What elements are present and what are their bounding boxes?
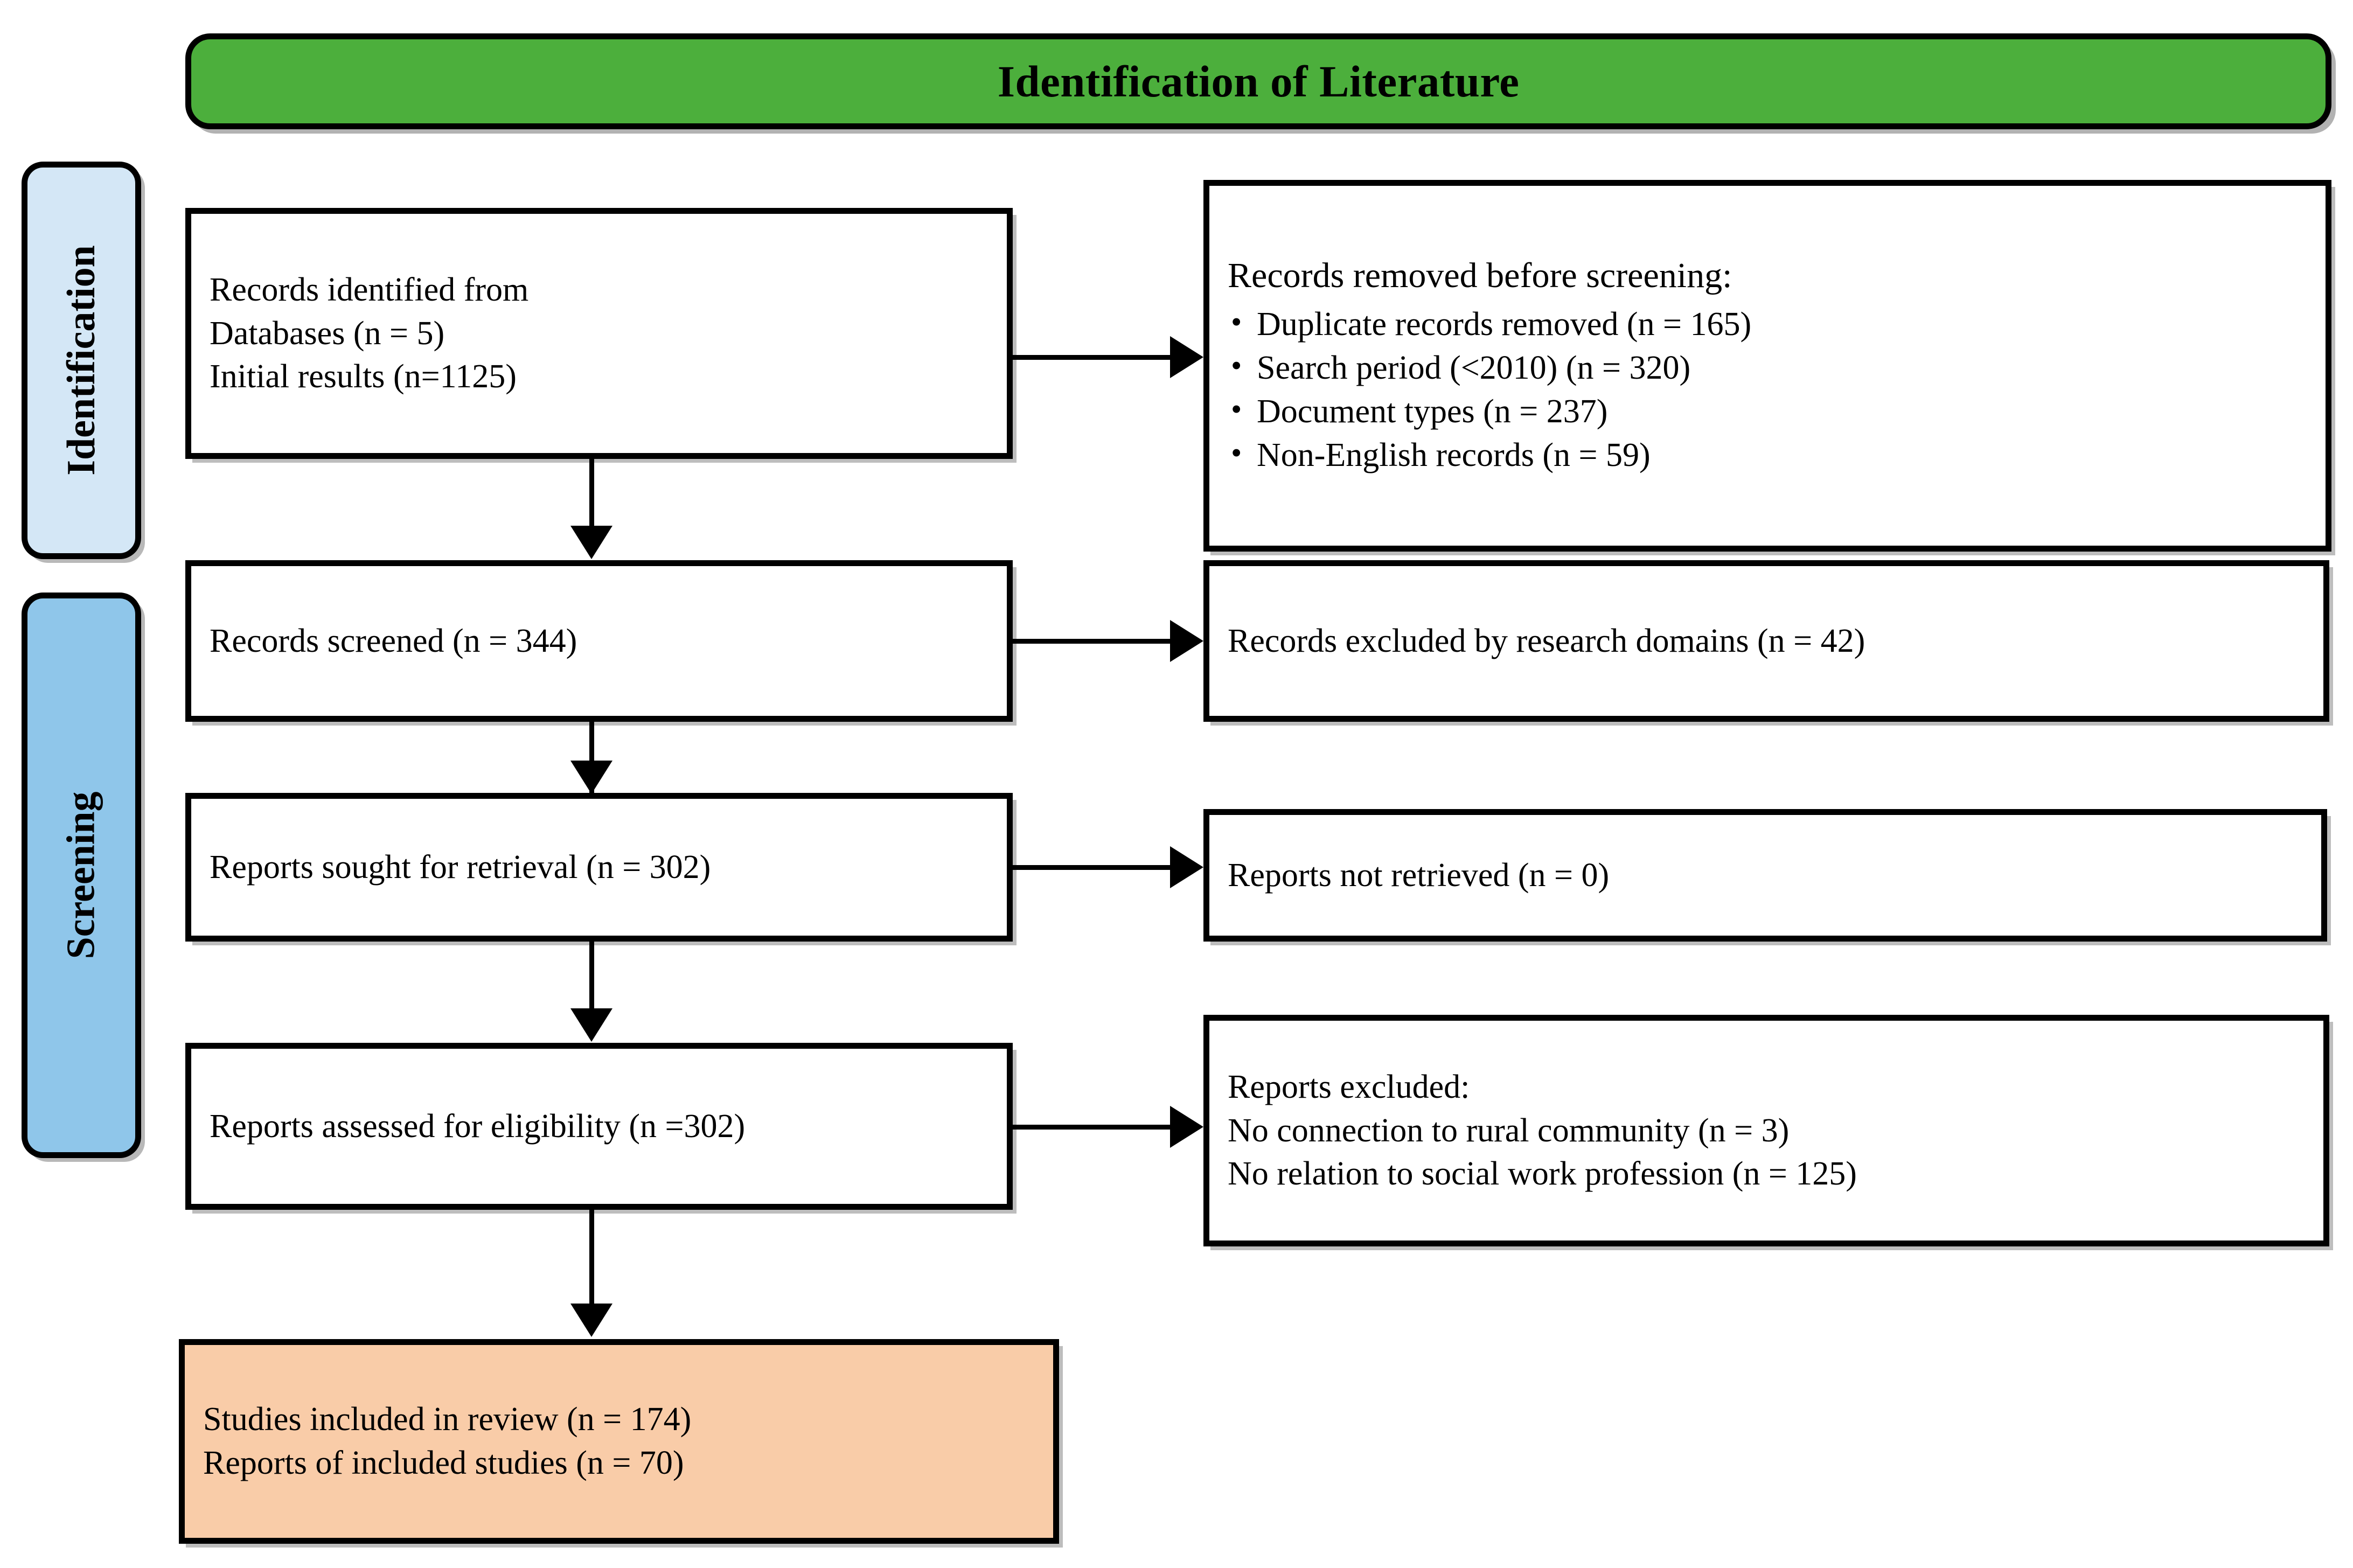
box-line: Reports not retrieved (n = 0) xyxy=(1228,856,1610,894)
list-item: Non-English records (n = 59) xyxy=(1228,433,2307,477)
box-studies-included: Studies included in review (n = 174) Rep… xyxy=(179,1339,1059,1544)
box-line: Reports excluded: xyxy=(1228,1069,1470,1106)
box-line: Studies included in review (n = 174) xyxy=(203,1401,692,1438)
connector-line-identified-to-removed xyxy=(1013,355,1174,360)
page-title: Identification of Literature xyxy=(997,56,1520,106)
box-records-removed-before-screening: Records removed before screening: Duplic… xyxy=(1203,180,2331,552)
box-line: No relation to social work profession (n… xyxy=(1228,1155,1857,1193)
connector-line-screened-to-excluded xyxy=(1013,639,1174,644)
stage-label-identification: Identification xyxy=(22,162,141,559)
box-line: Databases (n = 5) xyxy=(210,315,445,352)
box-records-excluded-by-domains: Records excluded by research domains (n … xyxy=(1203,560,2329,722)
arrow-head-sought-to-notretrieved xyxy=(1170,846,1203,888)
box-reports-not-retrieved: Reports not retrieved (n = 0) xyxy=(1203,809,2327,942)
box-line: Records excluded by research domains (n … xyxy=(1228,622,1865,659)
box-line: Reports sought for retrieval (n = 302) xyxy=(210,848,711,886)
stage-label-screening: Screening xyxy=(22,593,141,1158)
box-records-identified: Records identified from Databases (n = 5… xyxy=(185,208,1013,459)
removed-records-list: Duplicate records removed (n = 165) Sear… xyxy=(1228,302,2307,478)
arrow-head-identified-to-removed xyxy=(1170,336,1203,378)
arrow-head-assessed-to-included xyxy=(570,1304,612,1337)
connector-line-assessed-to-excluded xyxy=(1013,1125,1174,1130)
box-line: Reports assessed for eligibility (n =302… xyxy=(210,1107,746,1145)
stage-label-identification-text: Identification xyxy=(59,245,103,476)
box-reports-assessed-for-eligibility: Reports assessed for eligibility (n =302… xyxy=(185,1043,1013,1210)
box-reports-excluded: Reports excluded: No connection to rural… xyxy=(1203,1015,2329,1246)
connector-line-identified-to-screened xyxy=(589,459,594,529)
arrow-head-assessed-to-excluded xyxy=(1170,1106,1203,1148)
list-item: Duplicate records removed (n = 165) xyxy=(1228,302,2307,346)
diagram-header-banner: Identification of Literature xyxy=(185,33,2331,129)
list-item: Search period (<2010) (n = 320) xyxy=(1228,345,2307,390)
connector-line-sought-to-notretrieved xyxy=(1013,865,1174,870)
box-line: Initial results (n=1125) xyxy=(210,358,517,395)
box-line: No connection to rural community (n = 3) xyxy=(1228,1112,1790,1149)
arrow-head-screened-to-excluded xyxy=(1170,620,1203,662)
box-records-screened: Records screened (n = 344) xyxy=(185,560,1013,722)
box-heading: Records removed before screening: xyxy=(1228,256,1732,296)
box-line: Records screened (n = 344) xyxy=(210,622,577,659)
arrow-head-screened-to-sought xyxy=(570,761,612,794)
arrow-head-sought-to-assessed xyxy=(570,1008,612,1042)
box-line: Records identified from xyxy=(210,271,529,309)
connector-line-screened-to-sought xyxy=(589,722,594,794)
connector-line-sought-to-assessed xyxy=(589,942,594,1012)
box-line: Reports of included studies (n = 70) xyxy=(203,1445,684,1481)
arrow-head-identified-to-screened xyxy=(570,526,612,559)
list-item: Document types (n = 237) xyxy=(1228,389,2307,434)
box-reports-sought-for-retrieval: Reports sought for retrieval (n = 302) xyxy=(185,793,1013,942)
stage-label-screening-text: Screening xyxy=(59,791,104,959)
connector-line-assessed-to-included xyxy=(589,1210,594,1307)
